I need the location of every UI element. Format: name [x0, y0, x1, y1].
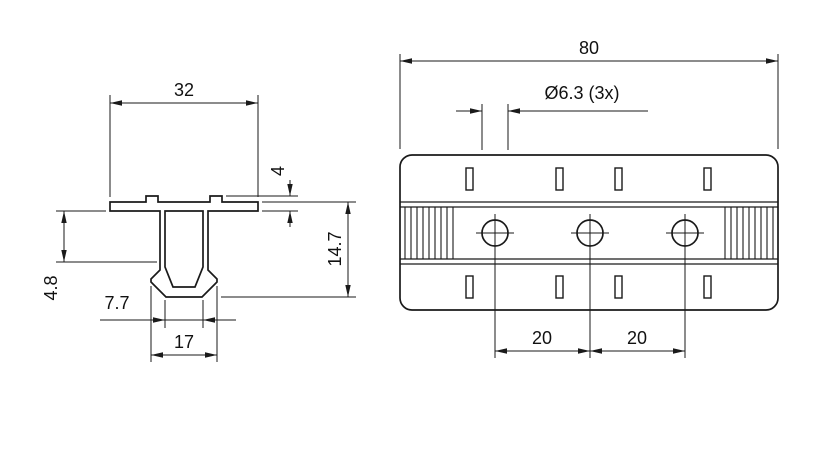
dim-label-overall-length: 80 — [579, 38, 599, 58]
dim-hole-diameter: Ø6.3 (3x) — [456, 83, 648, 150]
hatch-left — [404, 207, 454, 259]
dim-hole-pitch: 20 20 — [494, 250, 686, 358]
dim-overall-length: 80 — [399, 38, 779, 149]
dim-clip-height: 4.8 — [41, 210, 157, 301]
slots-bottom — [465, 275, 712, 299]
dim-overall-height: 14.7 — [221, 201, 356, 298]
holes — [476, 214, 704, 252]
dim-label-top-width: 32 — [174, 80, 194, 100]
cross-section-inner-contour — [164, 210, 204, 288]
slot — [555, 167, 564, 191]
slot — [703, 167, 712, 191]
dim-label-hole-callout: Ø6.3 (3x) — [544, 83, 619, 103]
dim-flange-thickness: 4 — [226, 166, 298, 227]
channel-band-lines — [400, 201, 778, 265]
dim-label-foot-width: 17 — [174, 332, 194, 352]
dim-label-flange-thickness: 4 — [268, 166, 288, 176]
top-view: 80 Ø6.3 (3x) 20 20 — [399, 38, 779, 358]
dim-slot-inner-width: 7.7 — [100, 293, 236, 328]
dim-label-overall-height: 14.7 — [325, 231, 345, 266]
hatch-right — [724, 207, 774, 259]
slot — [555, 275, 564, 299]
dim-top-width: 32 — [109, 80, 259, 197]
dim-label-clip-height: 4.8 — [41, 275, 61, 300]
slot — [465, 275, 474, 299]
slot — [614, 275, 623, 299]
dim-label-slot-inner-width: 7.7 — [104, 293, 129, 313]
slot — [703, 275, 712, 299]
slot — [614, 167, 623, 191]
dim-foot-width: 17 — [150, 286, 218, 362]
cross-section-view: 32 4 14.7 4.8 — [41, 80, 356, 362]
dim-label-hole-pitch-right: 20 — [627, 328, 647, 348]
dim-label-hole-pitch-left: 20 — [532, 328, 552, 348]
slot — [465, 167, 474, 191]
slots-top — [465, 167, 712, 191]
